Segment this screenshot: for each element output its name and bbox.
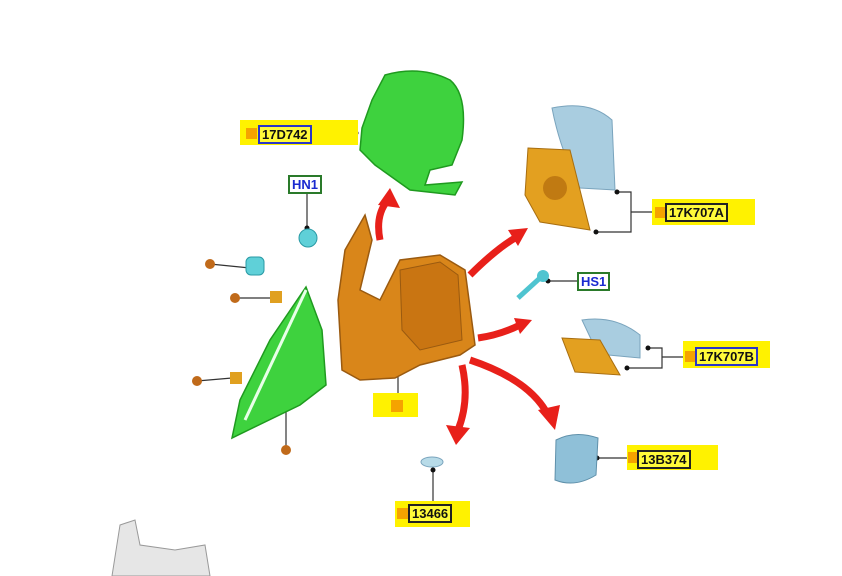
screw-part xyxy=(516,276,542,300)
orange-marker xyxy=(655,207,666,218)
callout-17k707a[interactable]: 17K707A xyxy=(665,203,728,222)
callout-hn1[interactable]: HN1 xyxy=(288,175,323,194)
fastener-parts xyxy=(230,228,318,384)
housing-inner xyxy=(399,261,463,351)
glass-highlight xyxy=(243,289,308,421)
screw-head xyxy=(537,270,549,282)
callout-13466[interactable]: 13466 xyxy=(408,504,453,523)
callout-17d742[interactable]: 17D742 xyxy=(258,125,312,144)
callout-hs1[interactable]: HS1 xyxy=(577,272,611,291)
orange-marker xyxy=(397,508,408,519)
bracket-part xyxy=(111,519,211,576)
mirror-cover-part xyxy=(359,70,465,196)
callout-13b374[interactable]: 13B374 xyxy=(637,450,691,469)
glass-a-part xyxy=(551,105,616,191)
orange-marker xyxy=(391,400,403,412)
glass-b-backplate xyxy=(561,337,621,376)
fastener-dots xyxy=(192,259,291,455)
backplate-hole xyxy=(543,176,567,200)
cap-part xyxy=(554,434,599,484)
orange-marker xyxy=(628,452,639,463)
leader-lines xyxy=(196,132,693,503)
callout-17k707b[interactable]: 17K707B xyxy=(695,347,758,366)
orange-marker xyxy=(685,351,696,362)
arrow-heads xyxy=(378,188,560,445)
orange-marker xyxy=(246,128,257,139)
bulb-part xyxy=(420,456,444,468)
